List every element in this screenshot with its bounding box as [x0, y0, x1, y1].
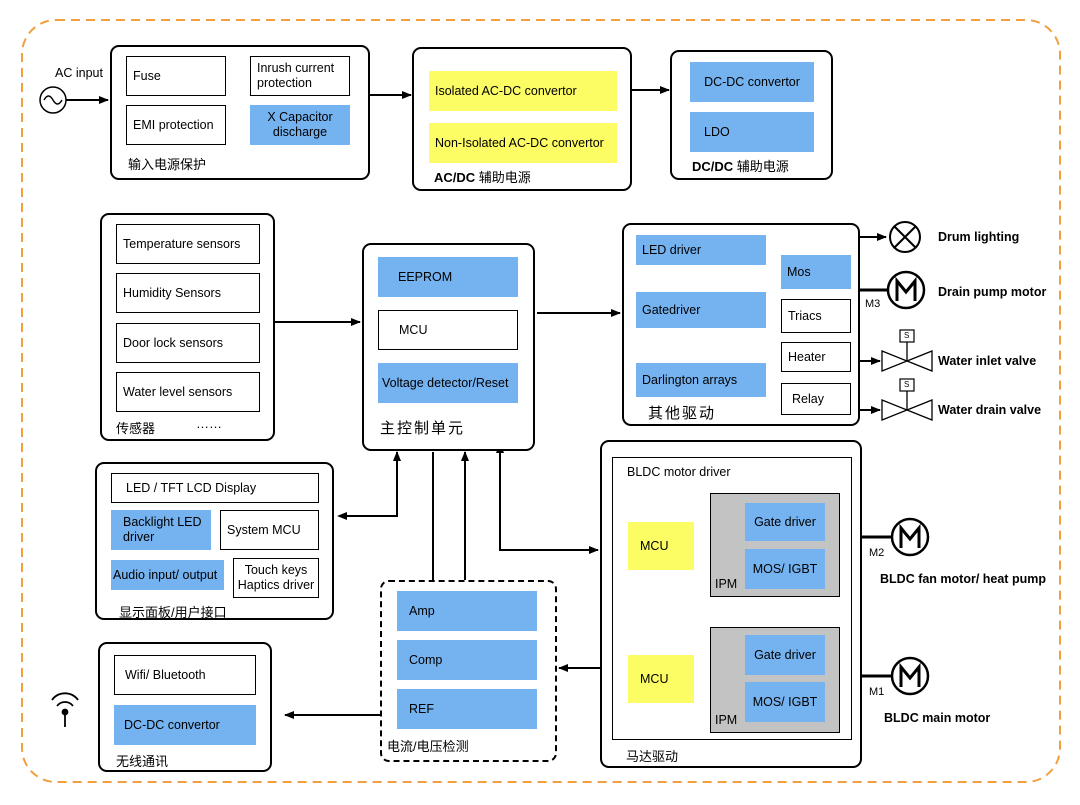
sensors-caption: 传感器	[116, 421, 156, 436]
isolated-acdc-box: Isolated AC-DC convertor	[429, 71, 617, 111]
amp-box: Amp	[397, 591, 537, 631]
dcdc-convertor-box: DC-DC convertor	[690, 62, 814, 102]
triacs-box: Triacs	[781, 299, 851, 333]
audio-box: Audio input/ output	[111, 560, 224, 590]
mos-igbt-upper-box: MOS/ IGBT	[745, 549, 825, 589]
mcu-upper-box: MCU	[628, 522, 694, 570]
ipm-lower-box: IPM Gate driver MOS/ IGBT	[710, 627, 840, 733]
xcap-box: X Capacitor discharge	[250, 105, 350, 145]
wireless-caption: 无线通讯	[116, 754, 169, 769]
m3-label: M3	[865, 298, 881, 310]
lcd-display-box: LED / TFT LCD Display	[111, 473, 319, 503]
humidity-sensors-box: Humidity Sensors	[116, 273, 260, 313]
led-driver-box: LED driver	[636, 235, 766, 265]
touch-keys-box: Touch keys Haptics driver	[233, 558, 319, 598]
darlington-box: Darlington arrays	[636, 363, 766, 397]
gate-driver-upper-box: Gate driver	[745, 503, 825, 541]
drain-pump-label: Drain pump motor	[938, 285, 1047, 299]
m1-label: M1	[869, 686, 885, 698]
emi-box: EMI protection	[126, 105, 226, 145]
ldo-box: LDO	[690, 112, 814, 152]
eeprom-box: EEPROM	[378, 257, 518, 297]
motor-drive-group: BLDC motor driver MCU IPM Gate driver MO…	[600, 440, 862, 768]
main-control-caption: 主控制单元	[380, 420, 466, 437]
temperature-sensors-box: Temperature sensors	[116, 224, 260, 264]
wireless-dcdc-box: DC-DC convertor	[114, 705, 256, 745]
system-mcu-box: System MCU	[220, 510, 319, 550]
input-protection-group: Fuse Inrush current protection EMI prote…	[110, 45, 370, 180]
sensors-ellipsis: ……	[196, 416, 222, 431]
mos-box: Mos	[781, 255, 851, 289]
fuse-box: Fuse	[126, 56, 226, 96]
fan-motor-label: BLDC fan motor/ heat pump	[880, 572, 1046, 586]
inrush-box: Inrush current protection	[250, 56, 350, 96]
fan-motor-icon	[890, 517, 930, 557]
input-protection-caption: 输入电源保护	[128, 157, 207, 172]
outer-frame	[21, 19, 1061, 783]
water-inlet-valve-label: Water inlet valve	[938, 354, 1037, 368]
display-caption: 显示面板/用户接口	[119, 605, 227, 620]
acdc-group: Isolated AC-DC convertor Non-Isolated AC…	[412, 47, 632, 191]
drain-valve-s-label: S	[904, 380, 910, 389]
ipm-upper-box: IPM Gate driver MOS/ IGBT	[710, 493, 840, 597]
wifi-icon	[51, 692, 79, 727]
other-drivers-caption: 其他驱动	[648, 405, 717, 422]
gate-driver-lower-box: Gate driver	[745, 635, 825, 675]
ipm-lower-label: IPM	[715, 713, 738, 727]
drum-lighting-label: Drum lighting	[938, 230, 1020, 244]
dcdc-group: DC-DC convertor LDO DC/DC 辅助电源	[670, 50, 833, 180]
drain-valve-icon	[881, 378, 933, 421]
drain-pump-motor-icon	[886, 270, 926, 310]
mcu-lower-box: MCU	[628, 655, 694, 703]
ac-source-icon	[39, 86, 67, 114]
door-lock-sensors-box: Door lock sensors	[116, 323, 260, 363]
wireless-group: Wifi/ Bluetooth DC-DC convertor 无线通讯	[98, 642, 272, 772]
lamp-icon	[889, 221, 921, 253]
mos-igbt-lower-box: MOS/ IGBT	[745, 682, 825, 722]
m2-label: M2	[869, 547, 885, 559]
main-motor-label: BLDC main motor	[884, 711, 991, 725]
water-drain-valve-label: Water drain valve	[938, 403, 1042, 417]
bldc-driver-frame: BLDC motor driver MCU IPM Gate driver MO…	[612, 457, 852, 740]
acdc-caption: AC/DC 辅助电源	[434, 170, 531, 185]
ac-input-label: AC input	[55, 66, 103, 80]
main-control-group: EEPROM MCU Voltage detector/Reset 主控制单元	[362, 243, 535, 451]
gatedriver-box: Gatedriver	[636, 292, 766, 328]
other-drivers-group: LED driver Mos Gatedriver Triacs Heater …	[622, 223, 860, 426]
ipm-upper-label: IPM	[715, 577, 738, 591]
voltage-detector-box: Voltage detector/Reset	[378, 363, 518, 403]
comp-box: Comp	[397, 640, 537, 680]
sensing-group: Amp Comp REF 电流/电压检测	[380, 580, 557, 762]
relay-box: Relay	[781, 383, 851, 415]
ref-box: REF	[397, 689, 537, 729]
inlet-valve-icon	[881, 329, 933, 372]
main-motor-icon	[890, 656, 930, 696]
heater-box: Heater	[781, 342, 851, 372]
sensing-caption: 电流/电压检测	[387, 739, 469, 754]
wifi-bluetooth-box: Wifi/ Bluetooth	[114, 655, 256, 695]
bldc-driver-title: BLDC motor driver	[627, 465, 731, 479]
non-isolated-acdc-box: Non-Isolated AC-DC convertor	[429, 123, 617, 163]
water-level-sensors-box: Water level sensors	[116, 372, 260, 412]
dcdc-caption: DC/DC 辅助电源	[692, 159, 789, 174]
inlet-valve-s-label: S	[904, 331, 910, 340]
display-group: LED / TFT LCD Display Backlight LED driv…	[95, 462, 334, 620]
backlight-driver-box: Backlight LED driver	[111, 510, 211, 550]
motor-drive-caption: 马达驱动	[626, 749, 679, 764]
mcu-box: MCU	[378, 310, 518, 350]
sensors-group: Temperature sensors Humidity Sensors Doo…	[100, 213, 275, 441]
